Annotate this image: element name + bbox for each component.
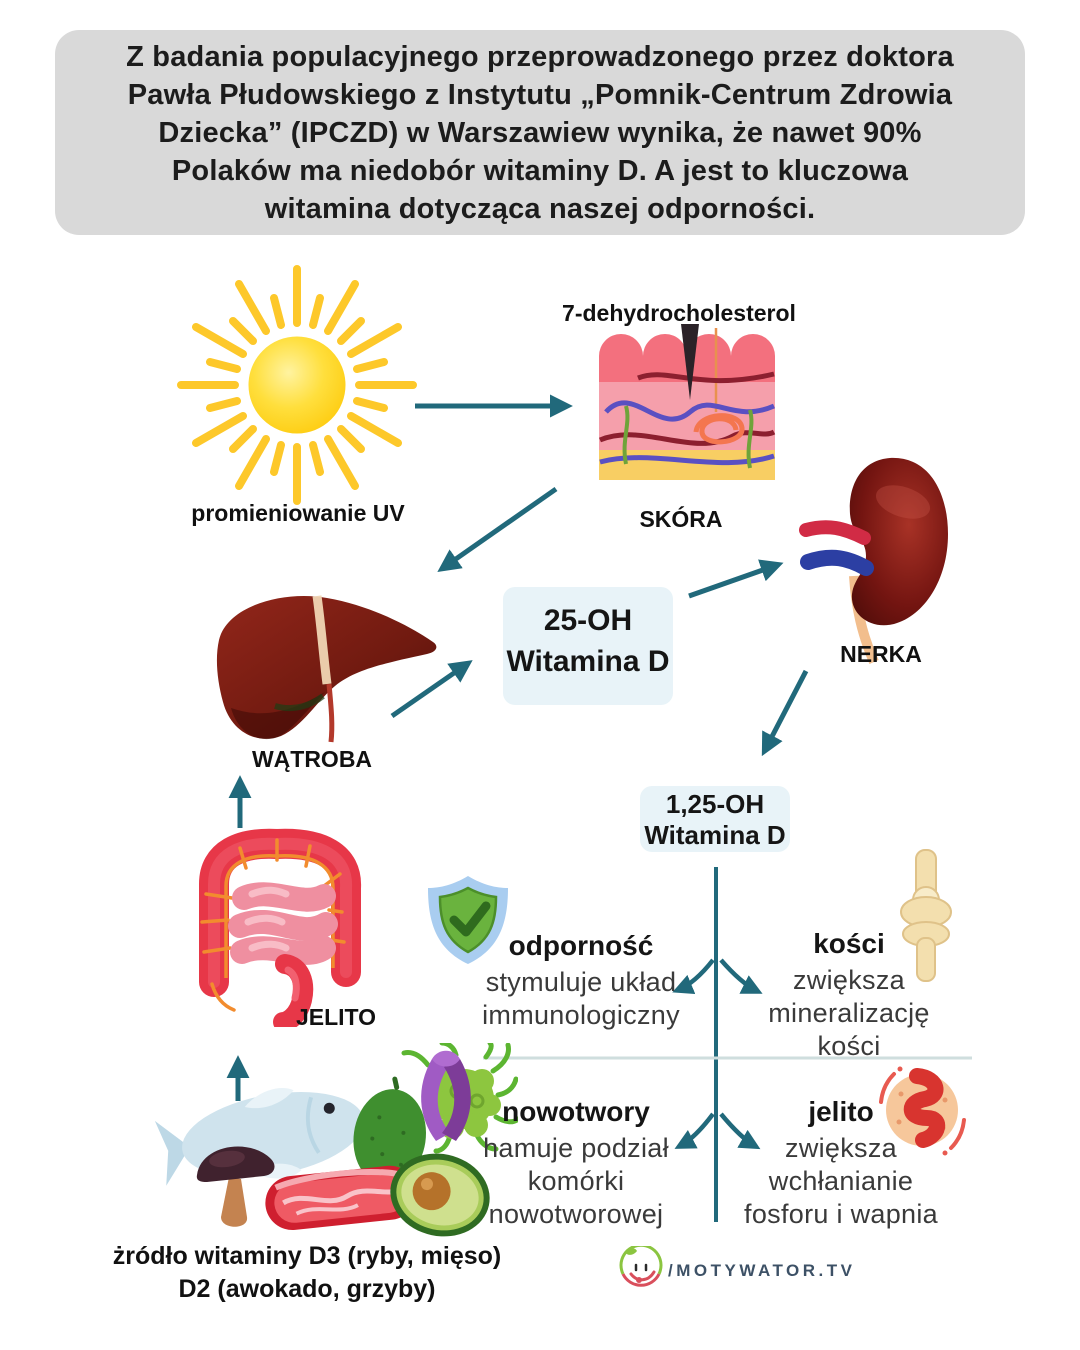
arrow-skin-to-liver bbox=[437, 486, 558, 572]
effect-immunity-line: immunologiczny bbox=[482, 1000, 680, 1030]
caption-line-1: żródło witaminy D3 (ryby, mięso) bbox=[112, 1242, 502, 1270]
meat-steak-icon bbox=[265, 1165, 417, 1231]
effect-gut-line: wchłanianie bbox=[768, 1166, 914, 1196]
effect-bones-line: mineralizację bbox=[768, 998, 930, 1028]
sun-disc bbox=[241, 329, 353, 441]
effect-cancer-line: nowotworowej bbox=[488, 1199, 664, 1229]
kidney-label: NERKA bbox=[840, 641, 922, 667]
effect-bones: kości zwiększa mineralizację kości bbox=[718, 928, 980, 1063]
intestine-illustration bbox=[199, 828, 362, 1027]
effect-gut-line: zwiększa bbox=[785, 1133, 897, 1163]
box-25-line2: Witamina D bbox=[506, 645, 670, 678]
food-sources-caption: żródło witaminy D3 (ryby, mięso) D2 (awo… bbox=[107, 1240, 507, 1306]
effect-bones-title: kości bbox=[813, 928, 885, 959]
effect-cancer-title: nowotwory bbox=[502, 1096, 650, 1127]
effect-immunity-line: stymuluje układ bbox=[485, 967, 677, 997]
sun-icon bbox=[177, 265, 417, 505]
header-text-line: Polaków ma niedobór witaminy D. A jest t… bbox=[171, 154, 909, 187]
header-text-line: Z badania populacyjnego przeprowadzonego… bbox=[126, 40, 954, 73]
effect-cancer-line: komórki bbox=[527, 1166, 625, 1196]
box-125-oh-vitamin-d: 1,25-OH Witamina D bbox=[640, 786, 790, 852]
skin-tissue-illustration bbox=[599, 324, 776, 480]
cancer-cell-ribbon-icon bbox=[401, 1043, 518, 1154]
logo-wordmark: /MOTYWATOR.TV bbox=[668, 1261, 856, 1280]
sun-rays bbox=[177, 265, 417, 505]
avocado-whole-icon bbox=[353, 1076, 426, 1185]
box-25-line1: 25-OH bbox=[543, 604, 633, 637]
vitamin-d-food-illustration bbox=[155, 1076, 490, 1237]
header-quote-box: Z badania populacyjnego przeprowadzonego… bbox=[55, 30, 1025, 235]
effect-cancer-line: hamuje podział bbox=[483, 1133, 669, 1163]
gut-circle-icon bbox=[879, 1066, 966, 1156]
kidney-illustration bbox=[799, 457, 948, 664]
liver-illustration bbox=[216, 595, 437, 743]
effect-bones-line: zwiększa bbox=[793, 965, 905, 995]
caption-line-2: D2 (awokado, grzyby) bbox=[178, 1275, 436, 1303]
effect-gut-title: jelito bbox=[808, 1096, 874, 1127]
effect-bones-line: kości bbox=[817, 1031, 881, 1061]
shield-check-icon bbox=[428, 876, 508, 964]
effect-gut: jelito zwiększa wchłanianie fosforu i wa… bbox=[710, 1096, 972, 1231]
box-125-line1: 1,25-OH bbox=[665, 789, 765, 819]
header-text-line: Pawła Płudowskiego z Instytutu „Pomnik-C… bbox=[127, 78, 953, 111]
smiley-face-logo-icon bbox=[619, 1246, 663, 1287]
header-text-line: Dziecka” (IPCZD) w Warszawiew wynika, że… bbox=[158, 116, 922, 149]
effect-cancer: nowotwory hamuje podział komórki nowotwo… bbox=[445, 1096, 707, 1231]
skin-top-label: 7-dehydrocholesterol bbox=[562, 300, 796, 326]
liver-label: WĄTROBA bbox=[251, 746, 373, 772]
effect-immunity-title: odporność bbox=[508, 930, 654, 961]
box-125-line2: Witamina D bbox=[644, 820, 786, 850]
header-text-line: witamina dotycząca naszej odporności. bbox=[264, 192, 816, 225]
sun-label: promieniowanie UV bbox=[191, 500, 405, 526]
arrow-kidney-to-125oh bbox=[761, 669, 809, 757]
effect-immunity: odporność stymuluje układ immunologiczny bbox=[450, 930, 712, 1032]
arrow-25oh-to-kidney bbox=[688, 559, 784, 599]
avocado-half-icon bbox=[390, 1153, 490, 1237]
mushroom-icon bbox=[196, 1146, 275, 1227]
skin-label: SKÓRA bbox=[639, 506, 723, 532]
effect-gut-line: fosforu i wapnia bbox=[744, 1199, 938, 1229]
knee-joint-bone-icon bbox=[900, 849, 952, 982]
intestine-label: JELITO bbox=[295, 1004, 377, 1030]
box-25-oh-vitamin-d: 25-OH Witamina D bbox=[503, 587, 673, 705]
